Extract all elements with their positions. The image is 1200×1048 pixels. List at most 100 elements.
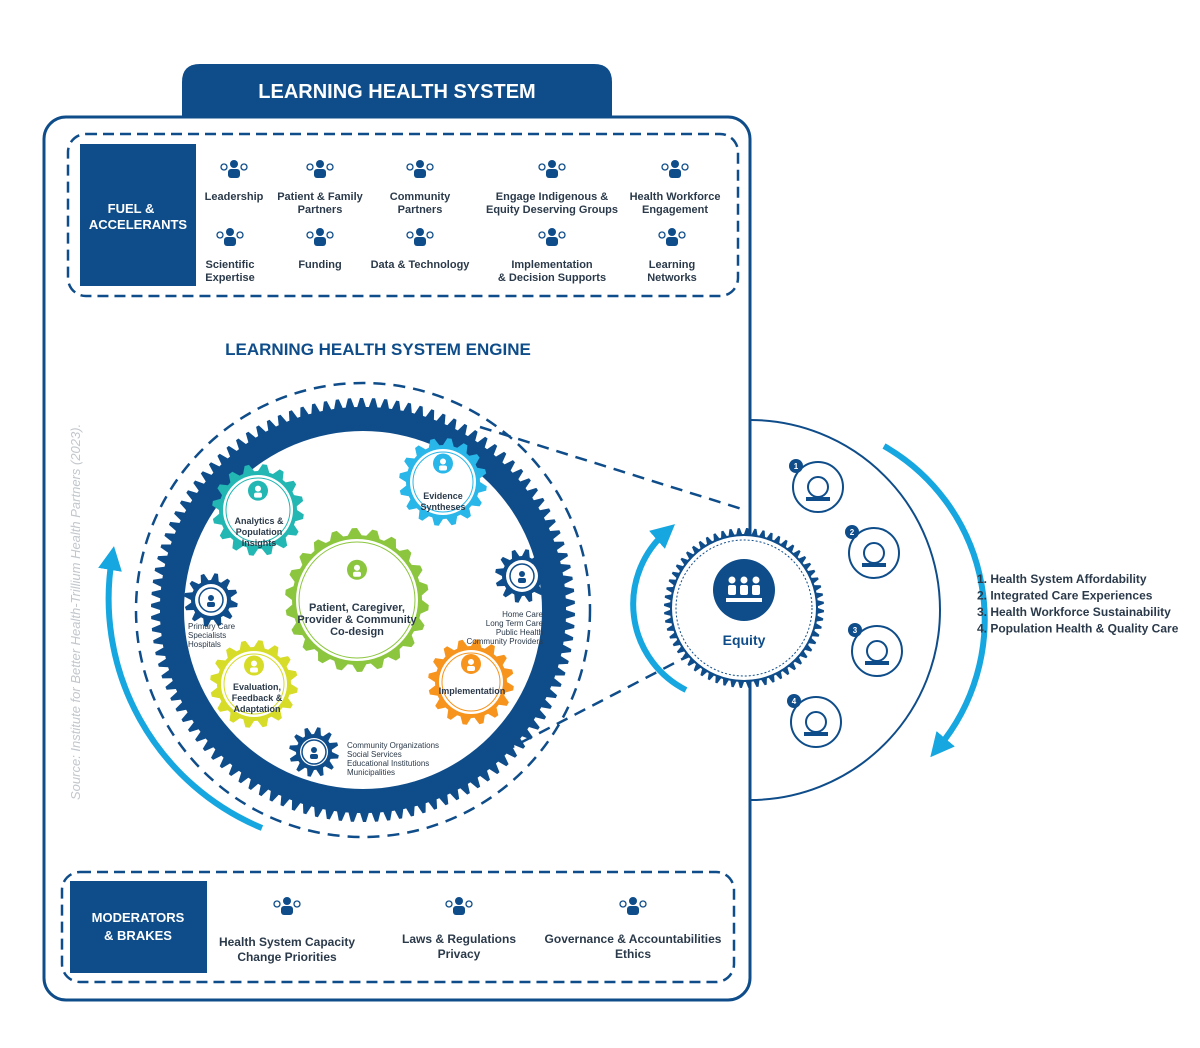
fuel-item-label-2: Networks (647, 272, 697, 284)
fuel-item-label: Engage Indigenous & (496, 191, 609, 203)
home-care-label: Home Care (502, 610, 543, 619)
home-care-label: Public Health (496, 628, 543, 637)
engine-dashed-ring (134, 381, 592, 839)
home-care-label: Long Term Care (486, 619, 544, 628)
flowchart-icon (538, 228, 566, 246)
title-tab (182, 64, 612, 118)
community-label: Educational Institutions (347, 759, 429, 768)
evaluation-gear (210, 640, 298, 728)
outcome-list-item: 2. Integrated Care Experiences (977, 589, 1153, 603)
gavel-icon (445, 897, 473, 915)
fuel-item-label-2: Engagement (642, 204, 708, 216)
community-label: Community Organizations (347, 741, 439, 750)
moderator-label: Health System Capacity (219, 935, 355, 949)
outcome-list-item: 3. Health Workforce Sustainability (977, 605, 1171, 619)
fuel-item-label-2: Partners (298, 204, 343, 216)
fuel-item: Data & Technology (371, 228, 470, 271)
main-gear-rim (160, 407, 566, 813)
evaluation-label: Feedback & (232, 693, 283, 703)
moderators-header-line2: & BRAKES (104, 928, 172, 943)
outcome-number: 3 (853, 626, 858, 635)
outcome-list: 1. Health System Affordability 2. Integra… (977, 572, 1179, 636)
fuel-item-label-2: Equity Deserving Groups (486, 204, 618, 216)
scales-icon (619, 897, 647, 915)
people-group-icon (538, 160, 566, 178)
atom-icon (216, 228, 244, 246)
engine-cycle-arrow (98, 546, 264, 831)
co-design-label: Co-design (330, 626, 384, 638)
co-design-gear (285, 528, 429, 672)
fuel-item-label: Learning (649, 259, 695, 271)
funding-icon (306, 228, 334, 246)
hands-cross-icon (661, 160, 689, 178)
fuel-item: Funding (298, 228, 342, 271)
inner-gears (184, 438, 549, 777)
source-note: Source: Institute for Better Health-Tril… (68, 424, 83, 800)
outcome-badge: 1 (789, 459, 844, 513)
fuel-header-line2: ACCELERANTS (89, 217, 188, 232)
evidence-gear (399, 438, 487, 526)
capacity-icon (273, 897, 301, 915)
community-gear (289, 727, 339, 777)
implementation-label: Implementation (439, 686, 506, 696)
fuel-item: Leadership (205, 160, 264, 203)
computer-icon (406, 228, 434, 246)
evaluation-label: Adaptation (234, 704, 281, 714)
outcome-number: 4 (792, 697, 797, 706)
equity-label: Equity (723, 632, 766, 648)
engine-title: LEARNING HEALTH SYSTEM ENGINE (225, 340, 531, 359)
engine-labels: Patient, Caregiver,Provider & CommunityC… (188, 491, 544, 777)
home-care-label: Community Providers (467, 637, 543, 646)
evidence-label: Syntheses (420, 502, 465, 512)
moderators-panel (60, 870, 736, 984)
fuel-item-label: Health Workforce (630, 191, 721, 203)
primary-care-label: Specialists (188, 631, 226, 640)
analytics-label: Population (236, 527, 283, 537)
page-title: LEARNING HEALTH SYSTEM (258, 81, 535, 103)
community-label: Municipalities (347, 768, 395, 777)
leadership-icon (220, 160, 248, 178)
primary-care-gear (184, 573, 238, 627)
moderator-label-2: Ethics (615, 947, 651, 961)
evaluation-label: Evaluation, (233, 682, 281, 692)
community-label: Social Services (347, 750, 402, 759)
fuel-item-label-2: Expertise (205, 272, 255, 284)
fuel-item: Implementation& Decision Supports (498, 228, 606, 284)
fuel-header-line1: FUEL & (108, 201, 155, 216)
patient-family-icon (306, 160, 334, 178)
outcome-list-item: 1. Health System Affordability (977, 572, 1147, 586)
primary-care-label: Primary Care (188, 622, 236, 631)
moderator-label: Governance & Accountabilities (545, 932, 722, 946)
implementation-gear (428, 639, 514, 725)
analytics-gear (212, 464, 304, 556)
outcome-badge: 3 (848, 623, 903, 677)
fuel-header-box (80, 144, 196, 286)
fuel-item: Engage Indigenous &Equity Deserving Grou… (486, 160, 618, 216)
analytics-label: Insights (242, 538, 277, 548)
equity-arrow (630, 524, 688, 693)
outcome-badges: 1 2 3 4 (787, 459, 903, 748)
moderator-label-2: Change Priorities (237, 950, 337, 964)
moderator-label: Laws & Regulations (402, 932, 516, 946)
fuel-item-label: Patient & Family (277, 191, 363, 203)
outcome-badge: 2 (845, 525, 900, 579)
handshake-icon (406, 160, 434, 178)
home-care-gear (495, 549, 549, 603)
outcome-number: 1 (794, 462, 799, 471)
moderators-header-line1: MODERATORS (92, 910, 185, 925)
outcomes-semicircle (749, 419, 941, 801)
outcomes-arrow (882, 443, 988, 758)
equity-gear: Equity (664, 528, 824, 688)
fuel-item-label: Leadership (205, 191, 264, 203)
moderator-label-2: Privacy (438, 947, 481, 961)
outcome-number: 2 (850, 528, 855, 537)
outcome-list-item: 4. Population Health & Quality Care (977, 622, 1179, 636)
